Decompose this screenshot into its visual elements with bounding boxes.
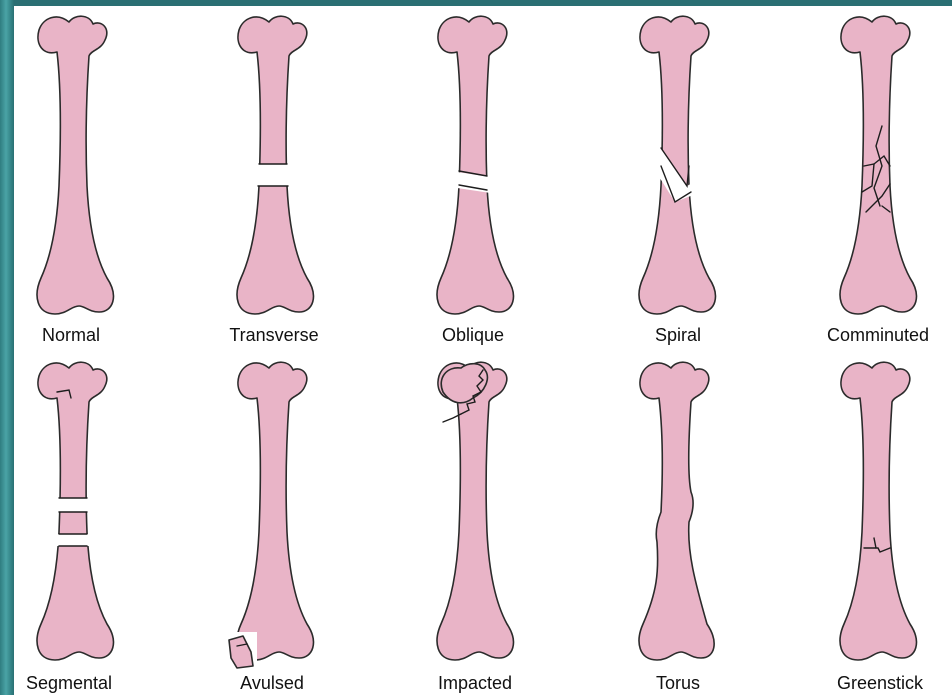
- figure-panel: Normal Transverse Oblique Spiral Comminu…: [14, 6, 952, 695]
- label-transverse: Transverse: [229, 325, 318, 345]
- label-impacted: Impacted: [438, 673, 512, 693]
- label-greenstick: Greenstick: [837, 673, 924, 693]
- bone-greenstick: [840, 362, 916, 660]
- fracture-types-diagram: Normal Transverse Oblique Spiral Comminu…: [14, 6, 952, 695]
- label-comminuted: Comminuted: [827, 325, 929, 345]
- bone-comminuted: [840, 16, 916, 314]
- bone-avulsed: [229, 362, 313, 668]
- bone-impacted: [437, 362, 513, 660]
- bone-normal: [37, 16, 113, 314]
- label-avulsed: Avulsed: [240, 673, 304, 693]
- bone-oblique: [437, 16, 513, 314]
- label-torus: Torus: [656, 673, 700, 693]
- bone-torus: [639, 362, 714, 660]
- label-segmental: Segmental: [26, 673, 112, 693]
- bone-segmental: [37, 362, 113, 660]
- label-spiral: Spiral: [655, 325, 701, 345]
- label-oblique: Oblique: [442, 325, 504, 345]
- label-normal: Normal: [42, 325, 100, 345]
- bone-transverse: [237, 16, 313, 314]
- bone-spiral: [639, 16, 715, 314]
